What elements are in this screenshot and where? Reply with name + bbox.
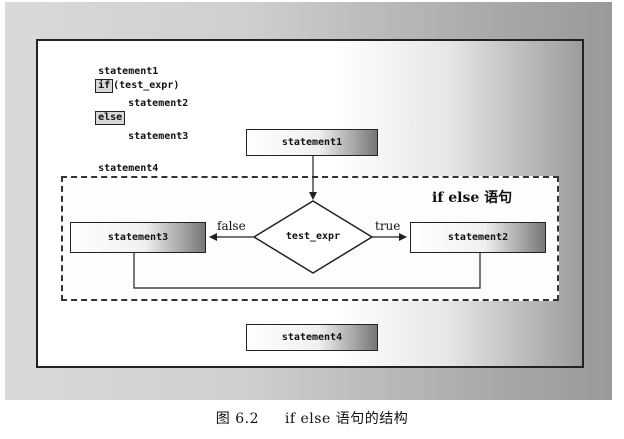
code-text: statement4 (98, 163, 159, 174)
code-line-else: else (71, 100, 126, 136)
statement1-label: statement1 (281, 137, 343, 148)
false-label: false (217, 219, 246, 233)
decision-label: test_expr (285, 231, 341, 242)
statement2-box: statement2 (410, 222, 546, 253)
caption-text: if else 语句的结构 (284, 411, 409, 427)
code-line-statement2: statement2 (104, 87, 188, 120)
code-line-if: if(test_expr) (71, 68, 179, 104)
code-line-statement3: statement3 (104, 120, 188, 153)
code-line-statement4: statement4 (74, 152, 158, 185)
statement1-box: statement1 (246, 129, 378, 156)
statement4-label: statement4 (281, 332, 343, 343)
merge-line (133, 253, 481, 289)
figure-number: 图 6.2 (215, 411, 259, 427)
else-keyword: else (95, 111, 126, 125)
statement2-label: statement2 (447, 232, 509, 243)
code-line-statement1: statement1 (74, 55, 158, 88)
statement3-label: statement3 (107, 232, 169, 243)
statement3-box: statement3 (70, 222, 206, 253)
code-text: statement1 (98, 66, 159, 77)
decision-diamond (252, 200, 374, 274)
code-text: statement2 (128, 98, 189, 109)
statement4-box: statement4 (246, 324, 378, 351)
figure-caption: 图 6.2 if else 语句的结构 (0, 408, 624, 428)
code-text: statement3 (128, 131, 189, 142)
true-label: true (375, 219, 401, 233)
code-text: (test_expr) (113, 80, 180, 91)
if-keyword: if (95, 79, 114, 93)
group-label: if else 语句 (432, 190, 513, 206)
